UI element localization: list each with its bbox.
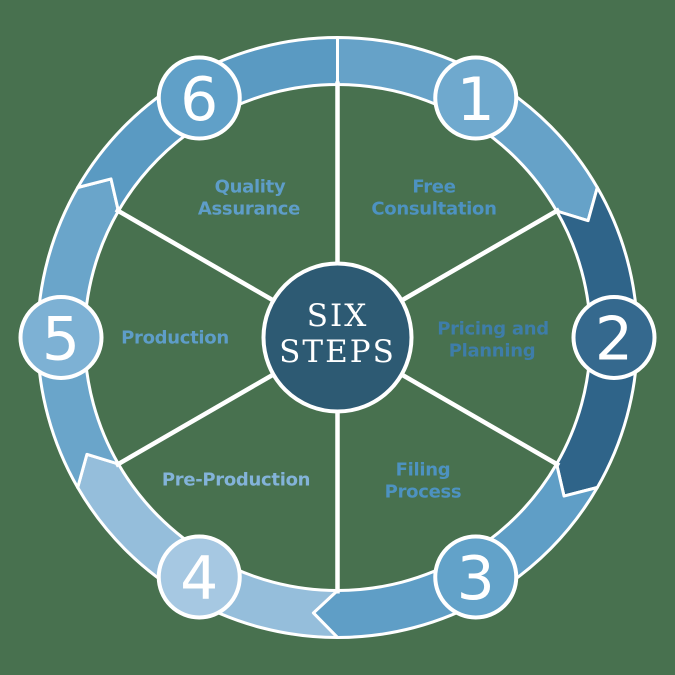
step-label-2-line-1: Pricing and [437,319,549,340]
step-label-2-line-2: Planning [449,341,536,362]
center-title-line2: STEPS [279,334,396,370]
step-5: 5 Production [18,295,229,380]
step-label-4-line-1: Pre-Production [162,470,310,491]
step-number-5: 5 [42,305,80,375]
process-ring [35,36,640,639]
step-number-4: 4 [180,544,218,614]
center-circle [261,261,414,414]
ring-segment-6 [76,36,339,213]
spoke-line [398,371,561,468]
step-number-2: 2 [595,305,633,375]
step-number-1: 1 [457,65,495,135]
spoke-line [398,207,561,304]
divider-spokes [114,81,561,594]
step-circle-6 [156,55,242,141]
step-label-3-line-1: Filing [396,460,451,481]
step-circle-2 [571,295,657,380]
step-label-6-line-2: Assurance [198,199,300,220]
step-number-6: 6 [180,65,218,135]
step-number-3: 3 [457,544,495,614]
step-circle-5 [18,295,104,380]
center-title-line1: SIX [307,298,369,334]
step-label-5-line-1: Production [121,328,229,349]
step-circle-3 [433,534,519,620]
spoke-line [114,371,277,468]
step-circle-4 [156,534,242,620]
step-label-1-line-1: Free [412,177,455,198]
step-circle-1 [433,55,519,141]
spoke-line [114,207,277,304]
step-label-3-line-2: Process [385,482,462,503]
step-4: 4 Pre-Production [156,470,310,620]
step-label-1-line-2: Consultation [371,199,496,220]
step-label-6-line-1: Quality [215,177,286,198]
